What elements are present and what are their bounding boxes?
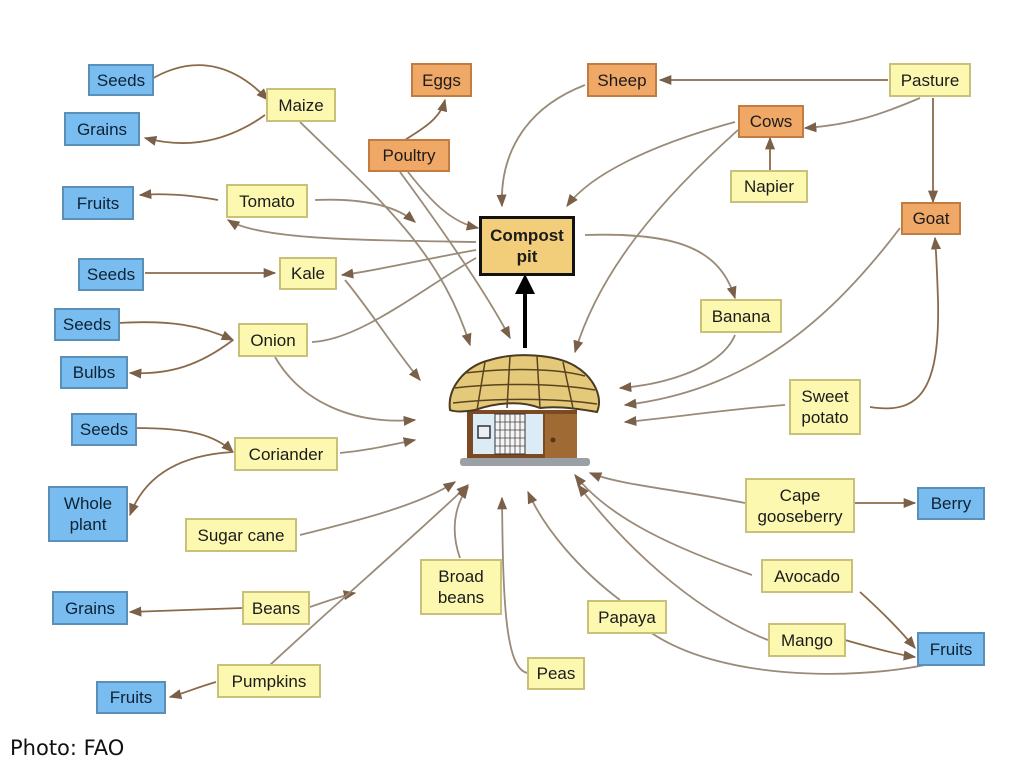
- node-pasture: Pasture: [889, 63, 971, 97]
- edge-avocado-to-house: [574, 474, 753, 576]
- edge-broadbeans-to-house: [453, 485, 469, 559]
- edge-pumpkins-to-house: [269, 484, 469, 666]
- node-whole-plant: Whole plant: [48, 486, 128, 542]
- node-fruits-mango: Fruits: [917, 632, 985, 666]
- node-fruits-pumpkins: Fruits: [96, 681, 166, 714]
- node-bulbs: Bulbs: [60, 356, 128, 389]
- house-icon: [448, 354, 600, 466]
- node-broad-beans: Broad beans: [420, 559, 502, 615]
- edge-sweetpotato-to-goat: [869, 236, 941, 410]
- edge-seeds-to-maize: [149, 64, 269, 101]
- node-beans: Beans: [242, 591, 310, 625]
- node-kale: Kale: [279, 257, 337, 290]
- node-onion: Onion: [238, 323, 308, 357]
- node-seeds-maize: Seeds: [88, 64, 154, 96]
- node-papaya: Papaya: [587, 600, 667, 634]
- edge-poultry-to-compost: [407, 171, 480, 231]
- edge-papaya-to-fruits: [649, 631, 926, 675]
- edge-goat-to-house: [623, 227, 901, 409]
- node-sheep: Sheep: [587, 63, 657, 97]
- edge-compost-to-kale: [340, 249, 477, 279]
- edge-tomato-to-fruits: [138, 189, 219, 201]
- edge-beans-to-grains: [128, 606, 243, 617]
- node-pumpkins: Pumpkins: [217, 664, 321, 698]
- node-goat: Goat: [901, 202, 961, 235]
- edge-pasture-to-cows: [803, 97, 921, 133]
- node-avocado: Avocado: [761, 559, 853, 593]
- node-mango: Mango: [768, 623, 846, 657]
- node-eggs: Eggs: [411, 63, 472, 97]
- edge-seeds-to-onion: [117, 321, 235, 341]
- edge-poultry-to-house: [399, 171, 511, 340]
- edge-compost-to-banana: [584, 233, 737, 300]
- edge-coriander-to-house: [339, 437, 417, 454]
- edge-sweetpotato-to-house: [623, 404, 786, 427]
- edge-papaya-to-house: [527, 490, 621, 601]
- edge-onion-to-compost: [311, 257, 477, 343]
- node-berry: Berry: [917, 487, 985, 520]
- node-sugar-cane: Sugar cane: [185, 518, 297, 552]
- node-grains-beans: Grains: [52, 591, 128, 625]
- node-seeds-onion: Seeds: [54, 308, 120, 341]
- node-seeds-kale: Seeds: [78, 258, 144, 291]
- edge-pumpkins-to-fruits: [168, 681, 217, 699]
- edge-maize-to-house: [299, 121, 472, 347]
- node-grains-maize: Grains: [64, 112, 140, 146]
- node-cows: Cows: [738, 105, 804, 138]
- edge-onion-to-house: [274, 356, 417, 426]
- edge-poultry-to-eggs: [404, 98, 448, 141]
- edge-coriander-to-wholeplant: [129, 451, 234, 517]
- node-napier: Napier: [730, 170, 808, 203]
- edge-peas-to-house: [497, 496, 529, 674]
- node-cape-gooseberry: Cape gooseberry: [745, 478, 855, 533]
- edge-compost-to-tomato: [226, 219, 477, 243]
- node-tomato: Tomato: [226, 184, 308, 218]
- edge-mango-to-fruits: [844, 639, 917, 661]
- edge-onion-to-bulbs: [128, 339, 234, 379]
- node-peas: Peas: [527, 657, 585, 690]
- edge-kale-to-house: [344, 279, 421, 381]
- edge-sugarcane-to-house: [299, 481, 457, 536]
- node-banana: Banana: [700, 299, 782, 333]
- node-poultry: Poultry: [368, 139, 450, 172]
- edge-cows-to-compost: [566, 121, 736, 208]
- edge-beans-to-house: [309, 590, 357, 608]
- edge-capegoose-to-house: [588, 472, 746, 504]
- edge-sheep-to-compost: [496, 84, 586, 208]
- node-compost-pit: Compost pit: [479, 216, 575, 276]
- node-seeds-coriander: Seeds: [71, 413, 137, 446]
- node-fruits-tomato: Fruits: [62, 186, 134, 220]
- edge-maize-to-grains: [143, 114, 266, 146]
- edge-banana-to-house: [618, 334, 736, 393]
- node-sweet-potato: Sweet potato: [789, 379, 861, 435]
- edge-tomato-to-house: [314, 198, 416, 223]
- edge-avocado-to-fruits: [859, 591, 916, 649]
- photo-credit: Photo: FAO: [10, 736, 125, 760]
- node-maize: Maize: [266, 88, 336, 122]
- edge-seeds-to-coriander: [134, 427, 234, 453]
- edge-mango-to-house: [577, 483, 769, 641]
- node-coriander: Coriander: [234, 437, 338, 471]
